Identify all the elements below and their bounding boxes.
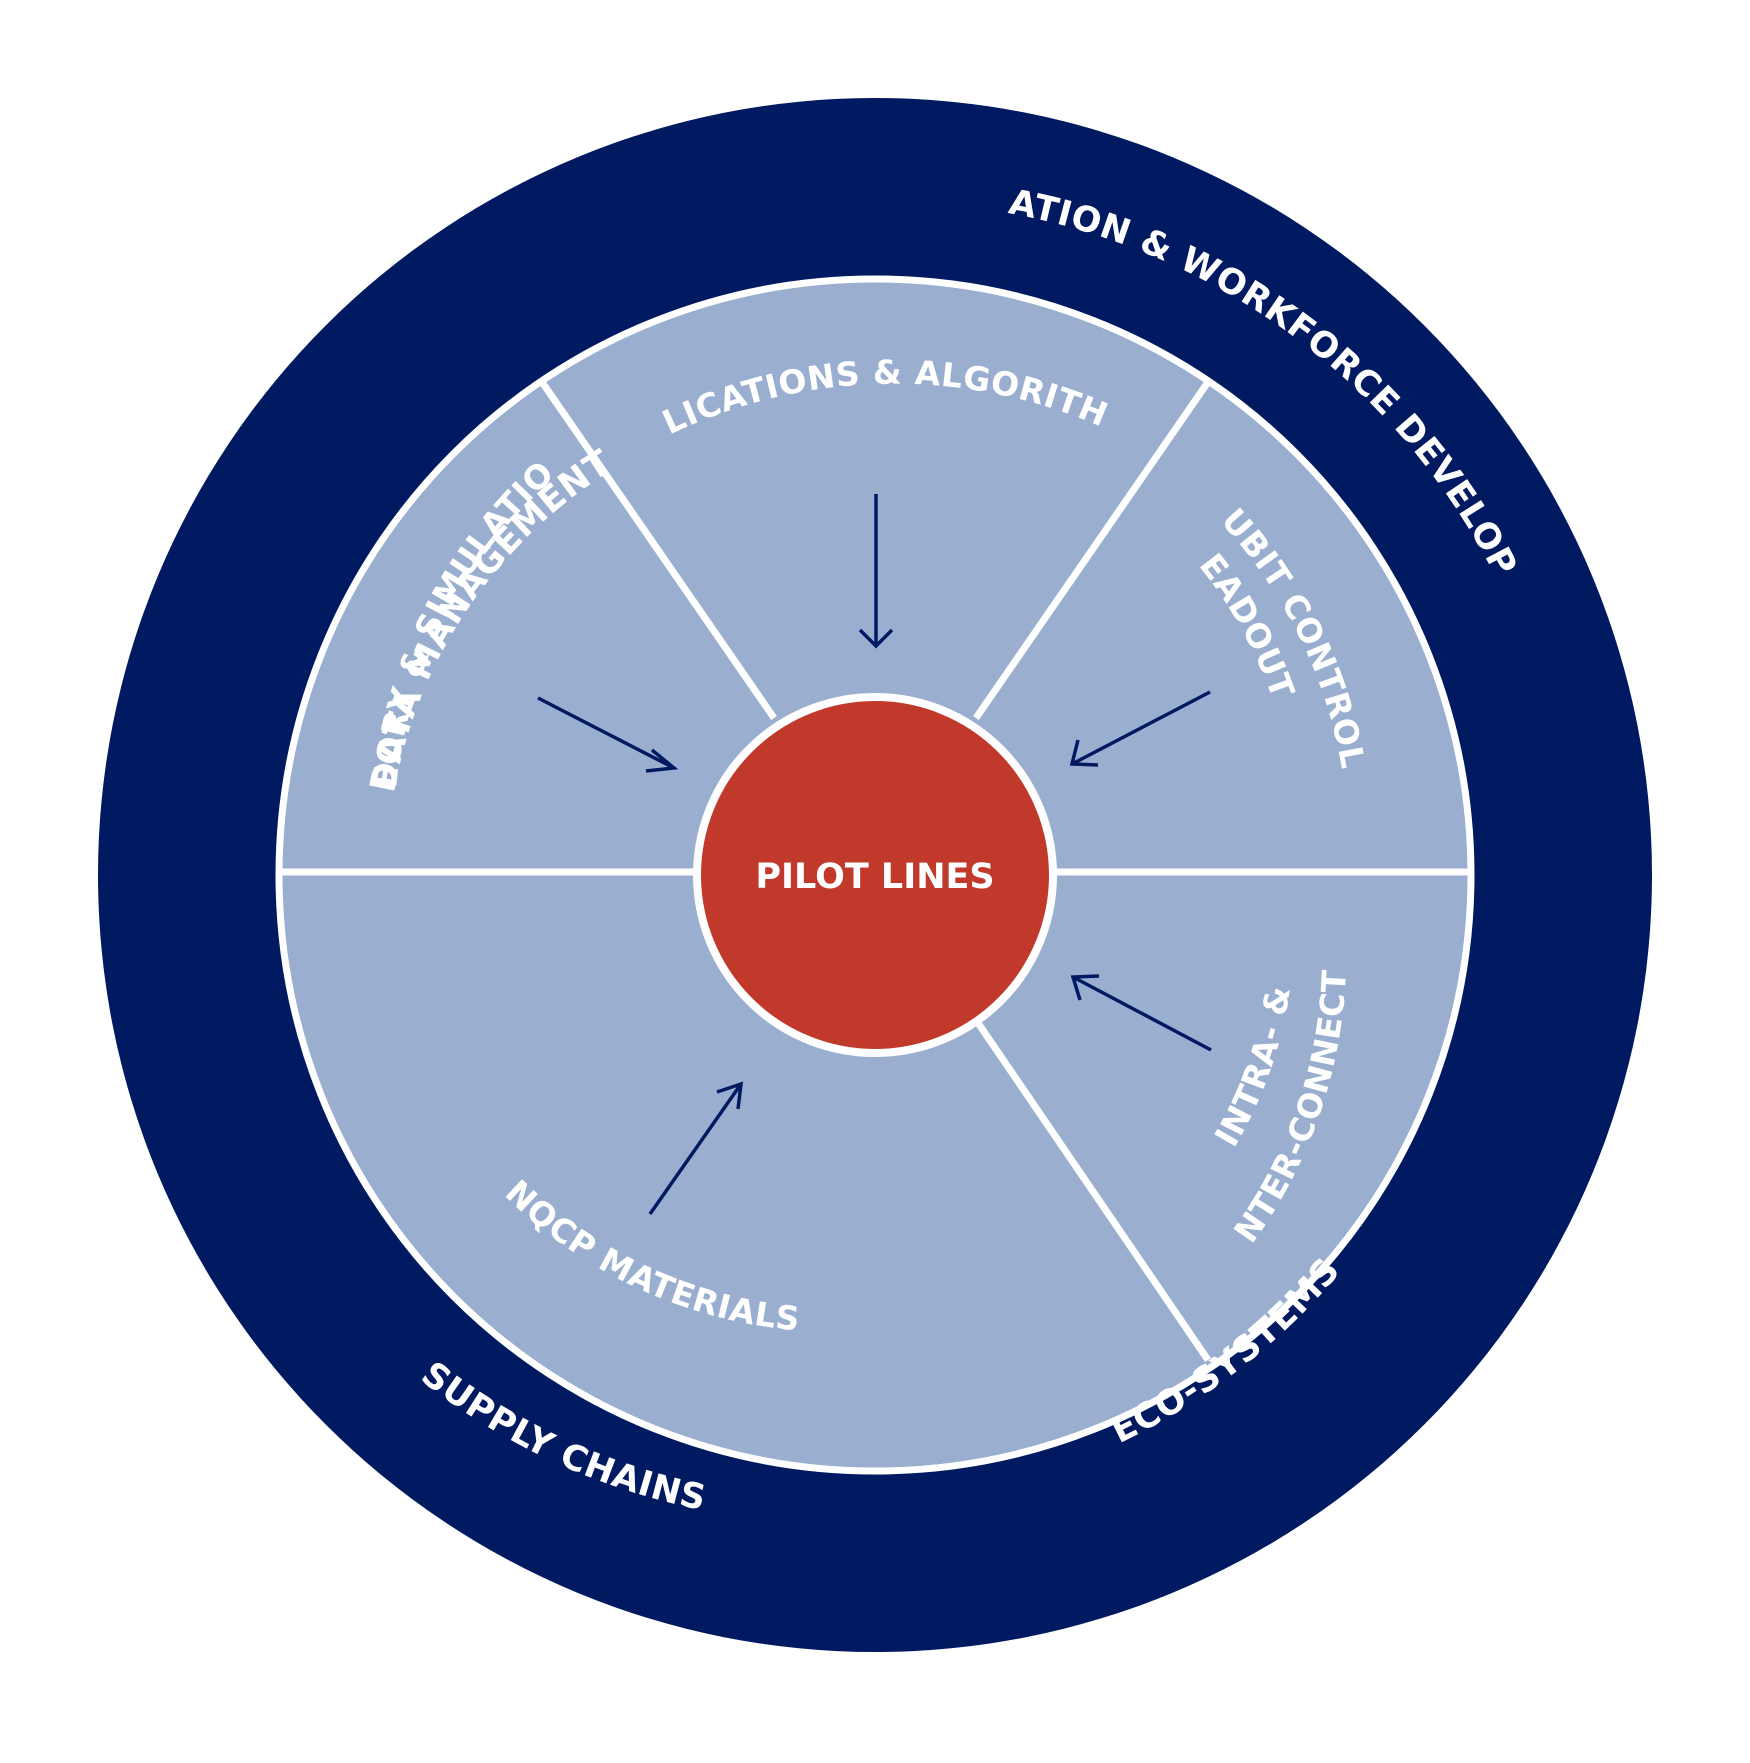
- arrow-intra: [1070, 974, 1212, 1052]
- divider-upper-right: [973, 380, 1211, 720]
- sector-dividers: [280, 380, 1470, 1362]
- divider-lower-right: [973, 1018, 1211, 1362]
- arrow-applications: [858, 494, 894, 649]
- arrow-materials: [648, 1081, 744, 1216]
- arrow-qubit: [1069, 690, 1211, 767]
- arrow-theory: [537, 696, 679, 773]
- pilot-lines-label: PILOT LINES: [755, 857, 994, 897]
- divider-upper-left: [539, 380, 777, 720]
- pilot-lines-core: [693, 693, 1057, 1057]
- arrows: [537, 494, 1212, 1216]
